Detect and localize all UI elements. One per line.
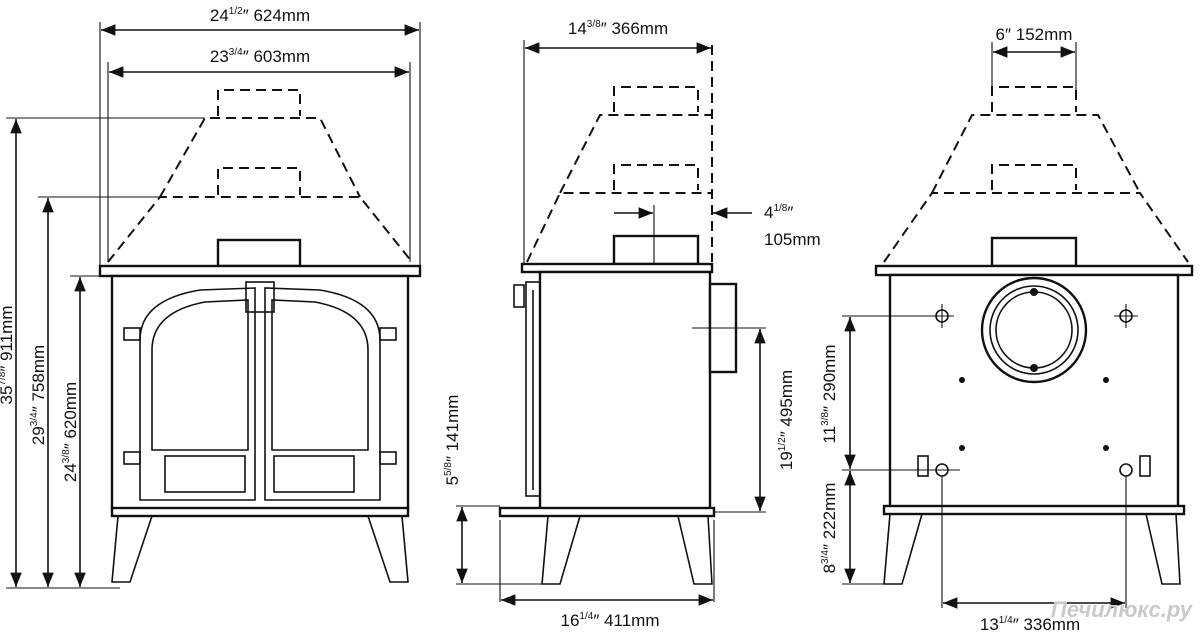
front-height-total-label: 357/8″ 911mm <box>0 305 16 404</box>
rear-base-width-label: 131/4″ 336mm <box>980 615 1080 634</box>
front-height-mid-label: 293/4″ 758mm <box>29 345 48 445</box>
rear-flue-width-label: 6″ 152mm <box>996 25 1073 44</box>
side-flue-offset-label: 41/8″ <box>764 203 793 222</box>
side-depth-base-label: 161/4″ 411mm <box>560 611 659 630</box>
front-width-outer-label: 241/2″ 624mm <box>210 6 310 25</box>
side-rear-flue-height-label: 191/2″ 495mm <box>777 370 796 470</box>
rear-view: 6″ 152mm 113/8″ 290mm 83/4″ 222mm 131/4″… <box>820 25 1194 634</box>
front-width-top-label: 233/4″ 603mm <box>210 47 310 66</box>
front-view: 241/2″ 624mm 233/4″ 603mm 357/8″ 911mm 2… <box>0 6 422 589</box>
front-height-body-label: 243/8″ 620mm <box>61 382 80 482</box>
rear-lower-height-label: 83/4″ 222mm <box>820 483 839 574</box>
side-flue-offset-mm-label: 105mm <box>764 230 821 249</box>
rear-upper-height-label: 113/8″ 290mm <box>820 345 839 444</box>
side-view: 143/8″ 366mm 41/8″ 105mm 55/8″ 141mm 191… <box>443 19 821 630</box>
side-leg-height-label: 55/8″ 141mm <box>443 395 462 486</box>
side-depth-top-label: 143/8″ 366mm <box>568 19 668 38</box>
watermark-text: Печилюкс.ру <box>1051 597 1194 622</box>
